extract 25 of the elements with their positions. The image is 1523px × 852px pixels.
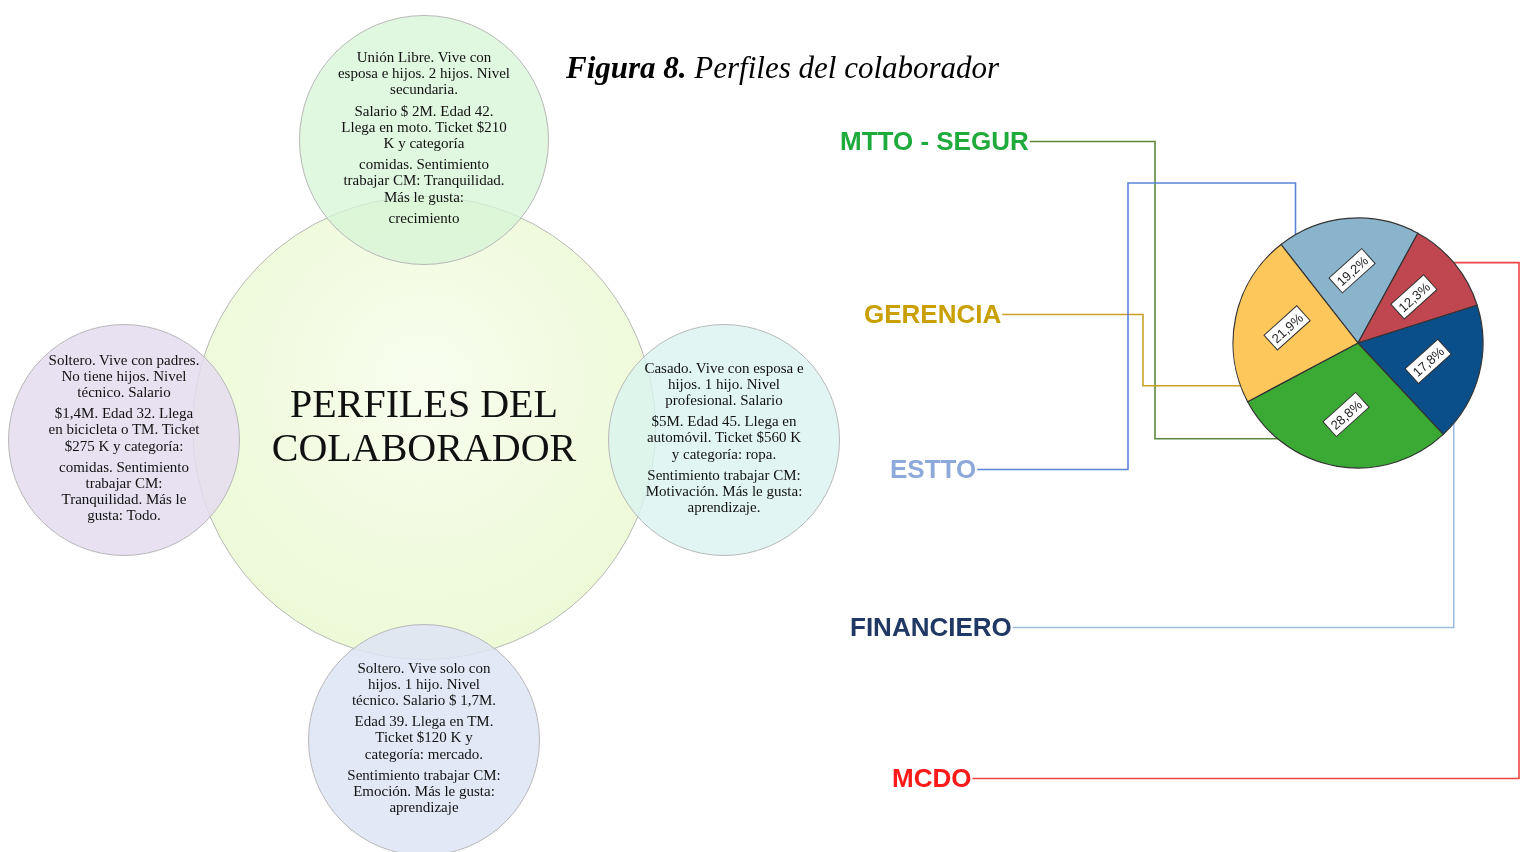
profile-text: Edad 39. Llega en TM. Ticket $120 K y categoría: mercado. bbox=[353, 713, 495, 762]
category-label: FINANCIERO bbox=[850, 612, 1012, 643]
category-label: GERENCIA bbox=[864, 299, 1002, 330]
leader-line bbox=[971, 261, 1520, 780]
leader-line bbox=[1001, 313, 1242, 387]
profile-text: Sentimiento trabajar CM: Emoción. Más le gusta: aprendizaje bbox=[346, 766, 502, 816]
profile-text: Soltero. Vive solo con hijos. 1 hijo. Nivel técnico. Salario $ 1,7M. bbox=[350, 659, 498, 709]
category-label: MTTO - SEGUR bbox=[840, 126, 1029, 157]
category-label: ESTTO bbox=[890, 454, 977, 485]
profile-text: Casado. Vive con esposa e hijos. 1 hijo. Nivel profesional. Salario bbox=[644, 359, 804, 409]
circle-heading: PERFILES DEL COLABORADOR bbox=[270, 382, 578, 469]
profile-text: Unión Libre. Vive con esposa e hijos. 2 hijos. Nivel secundaria. bbox=[336, 49, 512, 98]
leader-line bbox=[1012, 422, 1455, 629]
profile-text: $5M. Edad 45. Llega en automóvil. Ticket $560 K y categoría: ropa. bbox=[645, 413, 803, 462]
category-label: MCDO bbox=[892, 763, 972, 794]
profile-text: $1,4M. Edad 32. Llega en bicicleta o TM. Ticket $275 K y categoría: bbox=[47, 405, 201, 454]
figure-title: Figura 8. Perfiles del colaborador bbox=[566, 50, 1000, 86]
profile-text: comidas. Sentimiento trabajar CM: Tranquilidad. Más le gusta: Todo. bbox=[58, 458, 190, 524]
profile-text: comidas. Sentimiento trabajar CM: Tranquilidad. Más le gusta: bbox=[342, 156, 506, 205]
leader-line bbox=[1028, 140, 1279, 440]
profile-text: Sentimiento trabajar CM: Motivación. Más le gusta: aprendizaje. bbox=[644, 466, 804, 516]
pie-slice bbox=[1247, 342, 1444, 469]
profile-text: Soltero. Vive con padres. No tiene hijos. Nivel técnico. Salario bbox=[47, 351, 201, 401]
leader-line bbox=[976, 182, 1297, 471]
profile-text: crecimiento bbox=[387, 209, 461, 226]
